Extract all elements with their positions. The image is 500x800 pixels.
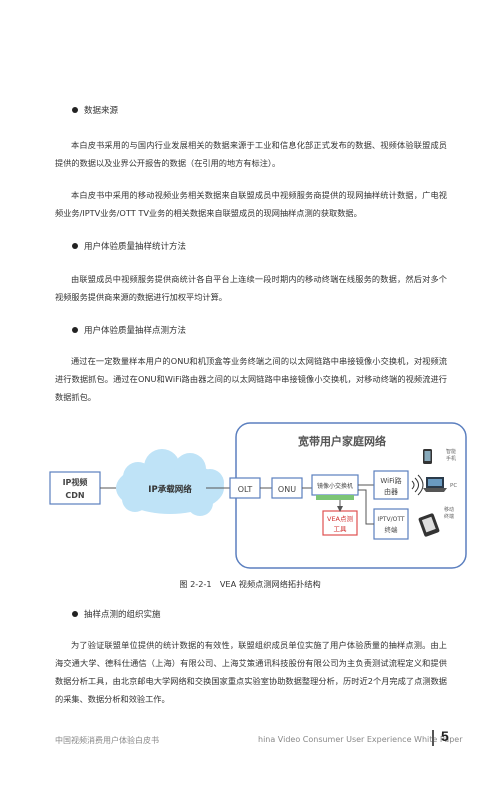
vea-label: 工具 bbox=[334, 525, 348, 533]
onu-label: ONU bbox=[278, 485, 296, 494]
section-heading-test-method: 用户体验质量抽样点测方法 bbox=[72, 324, 186, 336]
paragraph: 通过在一定数量样本用户的ONU和机顶盒等业务终端之间的以太网链路中串接镜像小交换… bbox=[55, 356, 447, 402]
tablet-icon bbox=[418, 513, 440, 537]
section-heading-org: 抽样点测的组织实施 bbox=[72, 608, 161, 620]
bullet-icon bbox=[72, 243, 78, 249]
olt-label: OLT bbox=[238, 485, 253, 494]
cdn-box bbox=[49, 471, 101, 505]
iptv-terminal-box bbox=[373, 508, 409, 540]
footer-title-en: hina Video Consumer User Experience Whit… bbox=[258, 735, 463, 744]
network-topology-diagram: 宽带用户家庭网络 IP视频 CDN IP承载网络 OLT ONU 镜像小交换机 … bbox=[49, 422, 467, 569]
section-heading-data-source: 数据来源 bbox=[72, 104, 118, 116]
vea-tool-box bbox=[322, 510, 358, 536]
wifi-signal-icon bbox=[411, 474, 424, 496]
bullet-icon bbox=[72, 327, 78, 333]
bullet-icon bbox=[72, 611, 78, 617]
vea-label: VEA点测 bbox=[327, 515, 354, 523]
footer-title-cn: 中国视频消费用户体验白皮书 bbox=[55, 736, 159, 745]
phone-label: 智能 bbox=[446, 448, 456, 455]
wifi-label: WiFi路 bbox=[380, 476, 401, 485]
page-number: 5 bbox=[441, 728, 449, 744]
link-line bbox=[358, 489, 374, 525]
cloud-label: IP承载网络 bbox=[148, 484, 192, 495]
bullet-icon bbox=[72, 107, 78, 113]
switch-ports-icon bbox=[316, 495, 354, 500]
home-network-title: 宽带用户家庭网络 bbox=[297, 434, 386, 448]
tablet-label: 终端 bbox=[444, 513, 454, 520]
figure-caption: 图 2-2-1 VEA 视频点测网络拓扑结构 bbox=[179, 579, 321, 589]
pc-label: PC bbox=[450, 483, 457, 489]
paragraph: 由联盟成员中视频服务提供商统计各自平台上连续一段时期内的移动终端在线服务的数据，… bbox=[55, 274, 447, 302]
cdn-label: CDN bbox=[65, 491, 84, 500]
iptv-label: IPTV/OTT bbox=[377, 516, 404, 523]
laptop-icon bbox=[423, 477, 447, 492]
heading-text: 用户体验质量抽样统计方法 bbox=[84, 242, 187, 252]
wifi-router-box bbox=[373, 470, 409, 500]
paragraph: 为了验证联盟单位提供的统计数据的有效性，联盟组织成员单位实施了用户体验质量的抽样… bbox=[55, 640, 447, 704]
footer-divider bbox=[432, 730, 434, 746]
phone-label: 手机 bbox=[446, 455, 456, 462]
tablet-label: 移动 bbox=[444, 506, 454, 513]
smartphone-icon bbox=[423, 449, 432, 464]
heading-text: 抽样点测的组织实施 bbox=[84, 610, 161, 620]
paragraph: 本白皮书中采用的移动视频业务相关数据来自联盟成员中视频服务商提供的现网抽样统计数… bbox=[55, 190, 447, 218]
cdn-label: IP视频 bbox=[63, 477, 88, 487]
ip-network-cloud-icon bbox=[116, 449, 224, 516]
heading-text: 用户体验质量抽样点测方法 bbox=[84, 326, 187, 336]
wifi-label: 由器 bbox=[384, 487, 398, 496]
section-heading-stat-method: 用户体验质量抽样统计方法 bbox=[72, 240, 186, 252]
iptv-label: 终端 bbox=[385, 525, 399, 534]
switch-label: 镜像小交换机 bbox=[317, 482, 353, 490]
paragraph: 本白皮书采用的与国内行业发展相关的数据来源于工业和信息化部正式发布的数据、视频体… bbox=[55, 140, 447, 168]
heading-text: 数据来源 bbox=[84, 106, 119, 116]
